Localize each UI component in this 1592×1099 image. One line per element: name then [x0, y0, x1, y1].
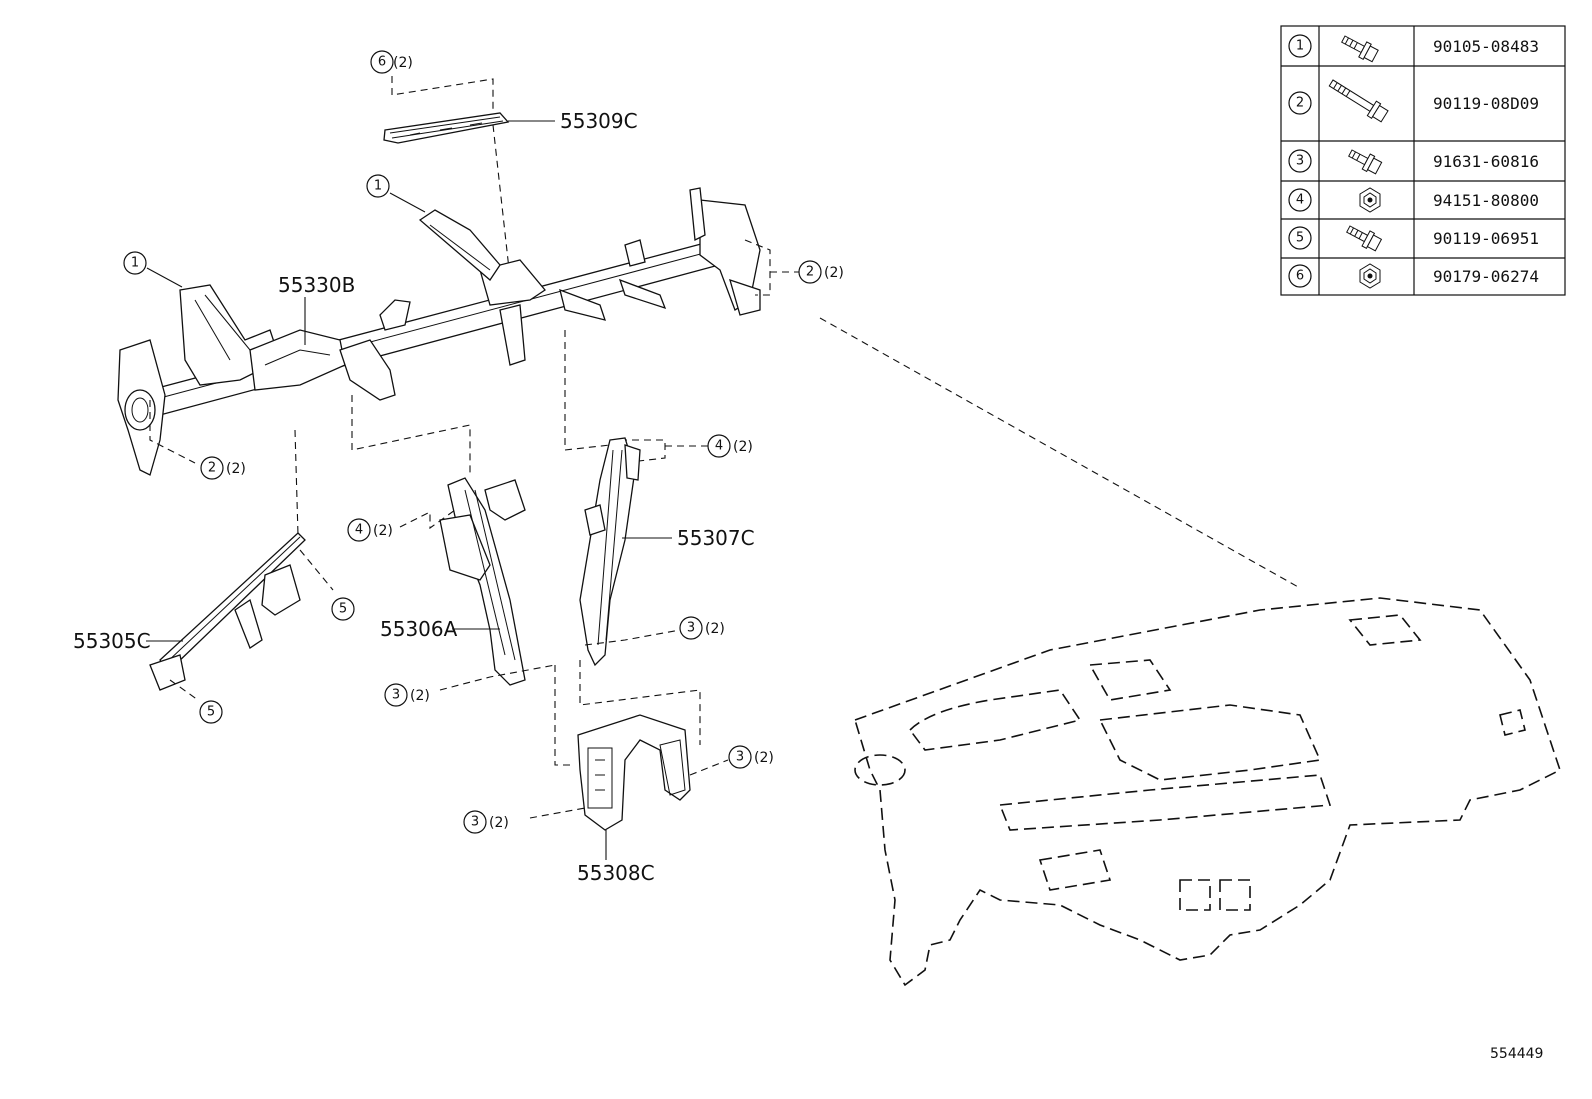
table-row-6-part-no: 90179-06274	[1433, 267, 1539, 286]
table-row-6-num: 6	[1296, 269, 1304, 284]
part-label-55309C: 55309C	[560, 109, 638, 133]
callout-5-lower	[199, 700, 223, 724]
part-label-55330B: 55330B	[278, 273, 355, 297]
callout-5-lower-num: 5	[207, 705, 215, 720]
callout-4-right-num: 4	[715, 439, 723, 454]
table-row-3: 3 91631-60816	[1288, 149, 1539, 175]
callout-3-a-num: 3	[392, 688, 400, 703]
callout-2-right-num: 2	[806, 265, 814, 280]
table-row-2-num: 2	[1296, 96, 1304, 111]
table-row-5: 5 90119-06951	[1288, 225, 1539, 252]
bolt-short-icon	[1346, 225, 1383, 252]
callout-3-d-num: 3	[471, 815, 479, 830]
callout-3-a-qty: (2)	[410, 688, 430, 704]
callout-3-a	[384, 683, 408, 707]
callout-3-b-qty: (2)	[705, 621, 725, 637]
bolt-short-icon	[1348, 149, 1383, 175]
callout-1-top	[366, 174, 390, 198]
callout-3-b-num: 3	[687, 621, 695, 636]
callout-2-right	[798, 260, 822, 284]
callout-4-left	[347, 518, 371, 542]
part-55305C-drawing	[149, 532, 306, 691]
table-row-2: 2 90119-08D09	[1288, 79, 1539, 123]
callout-1-top-num: 1	[374, 179, 382, 194]
table-row-1: 1 90105-08483	[1288, 34, 1539, 63]
callout-3-c	[728, 745, 752, 769]
table-row-5-part-no: 90119-06951	[1433, 229, 1539, 248]
part-55309C-drawing	[383, 112, 510, 144]
callout-2-left	[200, 456, 224, 480]
callout-3-d	[463, 810, 487, 834]
part-55307C-drawing	[579, 437, 641, 667]
callout-5-upper-num: 5	[339, 602, 347, 617]
hex-nut-icon	[1359, 187, 1381, 213]
part-label-55307C: 55307C	[677, 526, 755, 550]
table-row-4-num: 4	[1296, 193, 1304, 208]
callout-3-b	[679, 616, 703, 640]
table-row-1-num: 1	[1296, 39, 1304, 54]
table-row-6: 6 90179-06274	[1288, 263, 1539, 289]
callout-6-top-qty: (2)	[393, 55, 413, 71]
table-row-3-part-no: 91631-60816	[1433, 152, 1539, 171]
callout-4-right-qty: (2)	[733, 439, 753, 455]
callout-6-top	[370, 50, 394, 74]
part-55308C-drawing	[577, 714, 691, 831]
callout-6-top-num: 6	[378, 55, 386, 70]
bolt-long-icon	[1328, 79, 1389, 123]
doc-number: 554449	[1490, 1046, 1543, 1062]
callout-2-left-qty: (2)	[226, 461, 246, 477]
part-label-55305C: 55305C	[73, 629, 151, 653]
hex-nut-icon	[1359, 263, 1381, 289]
part-55330B-drawing	[117, 187, 761, 476]
callout-4-left-num: 4	[355, 523, 363, 538]
callout-4-right	[707, 434, 731, 458]
table-row-1-part-no: 90105-08483	[1433, 37, 1539, 56]
callout-2-left-num: 2	[208, 461, 216, 476]
table-row-5-num: 5	[1296, 231, 1304, 246]
part-label-55306A: 55306A	[380, 617, 458, 641]
table-row-2-part-no: 90119-08D09	[1433, 94, 1539, 113]
table-row-4-part-no: 94151-80800	[1433, 191, 1539, 210]
callout-4-left-qty: (2)	[373, 523, 393, 539]
bolt-short-icon	[1341, 35, 1379, 63]
table-row-3-num: 3	[1296, 154, 1304, 169]
callout-2-right-qty: (2)	[824, 265, 844, 281]
callout-3-c-num: 3	[736, 750, 744, 765]
table-row-4: 4 94151-80800	[1288, 187, 1539, 213]
callout-5-upper	[331, 597, 355, 621]
callout-3-c-qty: (2)	[754, 750, 774, 766]
part-label-55308C: 55308C	[577, 861, 655, 885]
callout-1-left-num: 1	[131, 256, 139, 271]
part-55306A-drawing	[439, 477, 526, 686]
instrument-panel-outline	[854, 597, 1561, 987]
callout-3-d-qty: (2)	[489, 815, 509, 831]
fastener-table: 1 90105-08483 2 90119-08D09 3	[1280, 25, 1566, 296]
callout-1-left	[123, 251, 147, 275]
